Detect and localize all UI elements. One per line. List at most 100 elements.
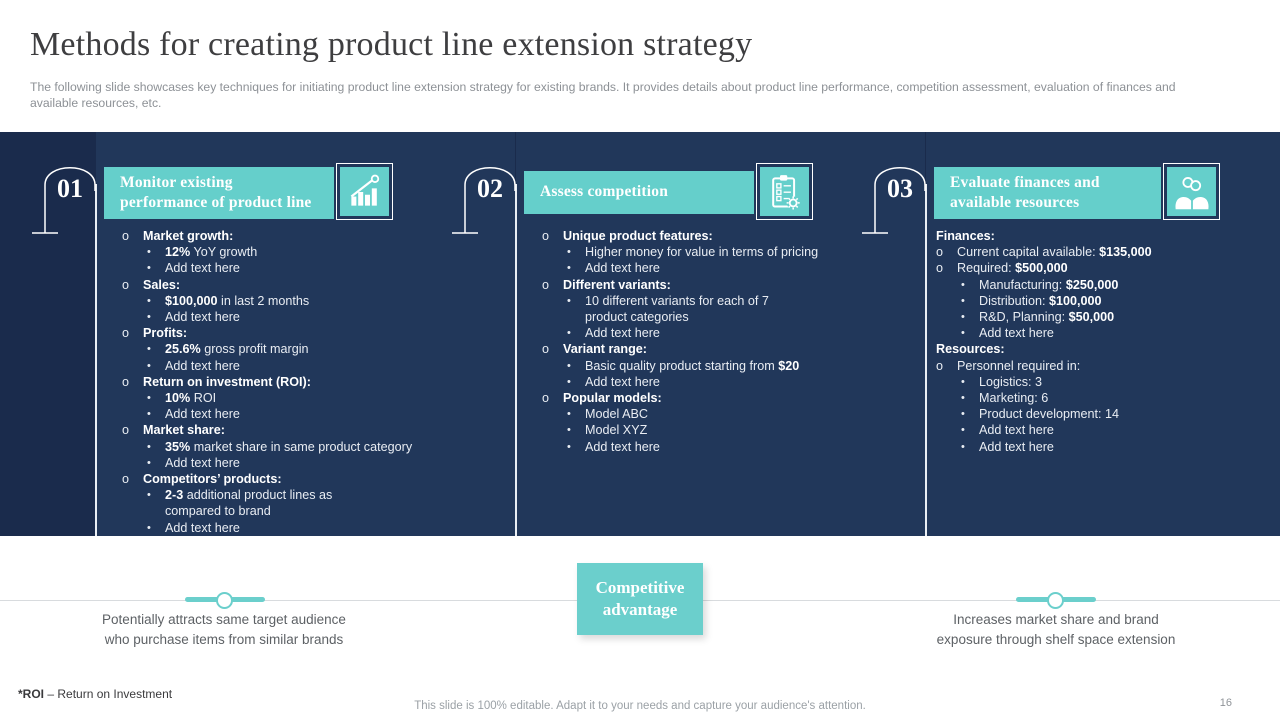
timeline-node-dot-right xyxy=(1047,592,1064,609)
list-line-text: Add text here xyxy=(979,423,1054,438)
column-icon-frame xyxy=(1163,163,1220,220)
list-line: • Add text here xyxy=(936,422,1268,438)
bullet-marker: o xyxy=(122,277,130,292)
bullet-marker: • xyxy=(961,311,965,324)
list-line-text: Distribution: $100,000 xyxy=(979,293,1102,308)
list-line: o Sales: xyxy=(122,277,508,293)
list-line: • Add text here xyxy=(122,358,508,374)
list-line-text: 10% ROI xyxy=(165,391,217,406)
bullet-marker: • xyxy=(567,375,571,388)
left-benefit-note: Potentially attracts same target audienc… xyxy=(102,612,346,647)
bullet-marker: • xyxy=(567,424,571,437)
column-header: Evaluate finances and available resource… xyxy=(934,167,1161,219)
list-line: • Add text here xyxy=(542,439,917,455)
bullet-marker: o xyxy=(122,423,130,438)
bullet-marker: • xyxy=(147,294,151,307)
list-line: •Add text here xyxy=(542,260,917,276)
bullet-marker: • xyxy=(147,262,151,275)
list-line: •Manufacturing: $250,000 xyxy=(936,277,1268,293)
list-line-text: 10 different variants for each of 7 xyxy=(585,293,769,308)
list-line: o Unique product features: xyxy=(542,228,917,244)
list-line: • 10% ROI xyxy=(122,390,508,406)
list-line-text: 35% market share in same product categor… xyxy=(165,439,413,454)
column-divider xyxy=(515,184,517,536)
bullet-marker: • xyxy=(147,408,151,421)
list-line-text: Add text here xyxy=(979,439,1054,454)
right-benefit-note: Increases market share and brand exposur… xyxy=(936,612,1176,647)
footnote-term: *ROI xyxy=(18,687,45,701)
list-line: Finances: xyxy=(936,228,1268,244)
list-line-text: Competitors’ products: xyxy=(143,472,282,487)
list-line-text: Unique product features: xyxy=(563,229,713,243)
list-line-text: Add text here xyxy=(165,407,240,422)
list-line-text: Finances: xyxy=(936,229,995,243)
bullet-marker: o xyxy=(936,245,944,260)
step-arch-icon xyxy=(862,167,926,234)
list-line-text: Profits: xyxy=(143,326,188,341)
list-line-text: Resources: xyxy=(936,342,1005,357)
column-header: Monitor existing performance of product … xyxy=(104,167,334,219)
list-line: • Model XYZ xyxy=(542,422,917,438)
hands-coins-icon xyxy=(1174,176,1209,209)
growth-chart-icon xyxy=(350,174,379,206)
bullet-marker: • xyxy=(147,392,151,405)
page-title: Methods for creating product line extens… xyxy=(30,26,753,63)
bullet-marker: • xyxy=(147,246,151,259)
list-line-text: Popular models: xyxy=(563,391,662,406)
column-icon-frame xyxy=(336,163,393,220)
list-line-text: Add text here xyxy=(165,358,240,373)
bullet-marker: • xyxy=(961,440,965,453)
list-line: •35% market share in same product catego… xyxy=(122,439,508,455)
bullet-marker: • xyxy=(961,392,965,405)
list-line-text: Required: $500,000 xyxy=(957,261,1068,276)
editable-note: This slide is 100% editable. Adapt it to… xyxy=(414,700,866,712)
list-line-text: 12% YoY growth xyxy=(165,245,258,260)
step-arch xyxy=(861,157,931,244)
step-arch-icon xyxy=(452,167,516,234)
list-line: • 12% YoY growth xyxy=(122,244,508,260)
bullet-marker: o xyxy=(542,229,550,243)
step-arch-icon xyxy=(32,167,96,234)
list-line-text: compared to brand xyxy=(165,504,271,519)
list-line-text: Manufacturing: $250,000 xyxy=(979,277,1119,292)
bullet-marker: o xyxy=(122,472,130,487)
list-line-text: Add text here xyxy=(585,439,660,454)
footnote: *ROI – Return on Investment xyxy=(18,687,172,701)
list-line-text: Marketing: 6 xyxy=(979,391,1049,406)
bullet-marker: o xyxy=(122,229,130,243)
step-number: 02 xyxy=(477,174,503,203)
list-line-text: Add text here xyxy=(165,455,240,470)
bullet-marker: • xyxy=(147,343,151,356)
list-line: • Marketing: 6 xyxy=(936,390,1268,406)
column-divider xyxy=(925,184,927,536)
bullet-marker: • xyxy=(147,311,151,324)
bullet-marker: • xyxy=(567,440,571,453)
step-arch xyxy=(31,157,101,244)
page-subtitle: The following slide showcases key techni… xyxy=(30,80,1176,110)
bullet-marker: o xyxy=(542,342,550,357)
bullet-marker: • xyxy=(961,424,965,437)
list-line: •Distribution: $100,000 xyxy=(936,293,1268,309)
bullet-marker: • xyxy=(147,489,151,502)
list-line-text: Model XYZ xyxy=(585,423,648,438)
bullet-marker: • xyxy=(961,408,965,421)
bullet-marker: • xyxy=(567,327,571,340)
page-number: 16 xyxy=(1219,697,1232,709)
column-icon-frame xyxy=(756,163,813,220)
list-line-text: product categories xyxy=(585,310,689,325)
bullet-marker: o xyxy=(122,374,130,389)
list-line: •Basic quality product starting from $20 xyxy=(542,358,917,374)
bullet-marker: • xyxy=(147,456,151,469)
list-line-text: Add text here xyxy=(979,326,1054,341)
step-arch xyxy=(451,157,521,244)
list-line-text: Sales: xyxy=(143,277,181,292)
bullet-marker: • xyxy=(147,359,151,372)
